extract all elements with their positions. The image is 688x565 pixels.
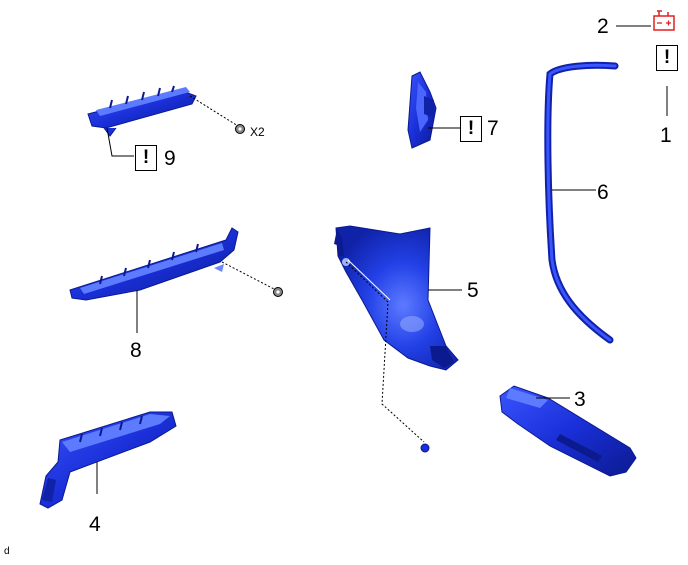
warning-box-9: ! bbox=[135, 145, 157, 171]
part-number-7: 7 bbox=[487, 117, 499, 140]
part-number-5: 5 bbox=[467, 279, 479, 302]
leader-9-bolt bbox=[189, 95, 239, 127]
warning-box-7: ! bbox=[460, 116, 482, 142]
part-number-6: 6 bbox=[597, 181, 609, 204]
figure-code: d bbox=[4, 546, 10, 557]
part-5-pillar-garnish bbox=[334, 225, 459, 371]
bolt-quantity-label: X2 bbox=[250, 125, 265, 139]
part-8-scuff-plate bbox=[69, 227, 239, 301]
part-number-1: 1 bbox=[660, 124, 672, 147]
leader-9 bbox=[106, 127, 134, 157]
part-7-bracket bbox=[407, 71, 437, 149]
leader-5-clip bbox=[345, 261, 425, 443]
leader-5-clip-white bbox=[347, 259, 391, 301]
part-number-4: 4 bbox=[89, 513, 101, 536]
warning-box-1: ! bbox=[656, 45, 678, 71]
part-number-8: 8 bbox=[130, 339, 142, 362]
part-number-9: 9 bbox=[164, 147, 176, 170]
part-number-2: 2 bbox=[597, 15, 609, 38]
part-9-scuff-plate bbox=[87, 85, 197, 137]
bolt-8 bbox=[273, 287, 283, 297]
part-6-weatherstrip bbox=[544, 61, 619, 344]
clip-5 bbox=[420, 443, 430, 453]
leader-8-bolt bbox=[221, 261, 277, 291]
part-number-3: 3 bbox=[574, 388, 586, 411]
part-4-lower-scuff bbox=[39, 411, 177, 509]
part-3-step-cover bbox=[499, 385, 637, 477]
bolt-9 bbox=[235, 124, 245, 134]
battery-icon bbox=[653, 10, 675, 31]
